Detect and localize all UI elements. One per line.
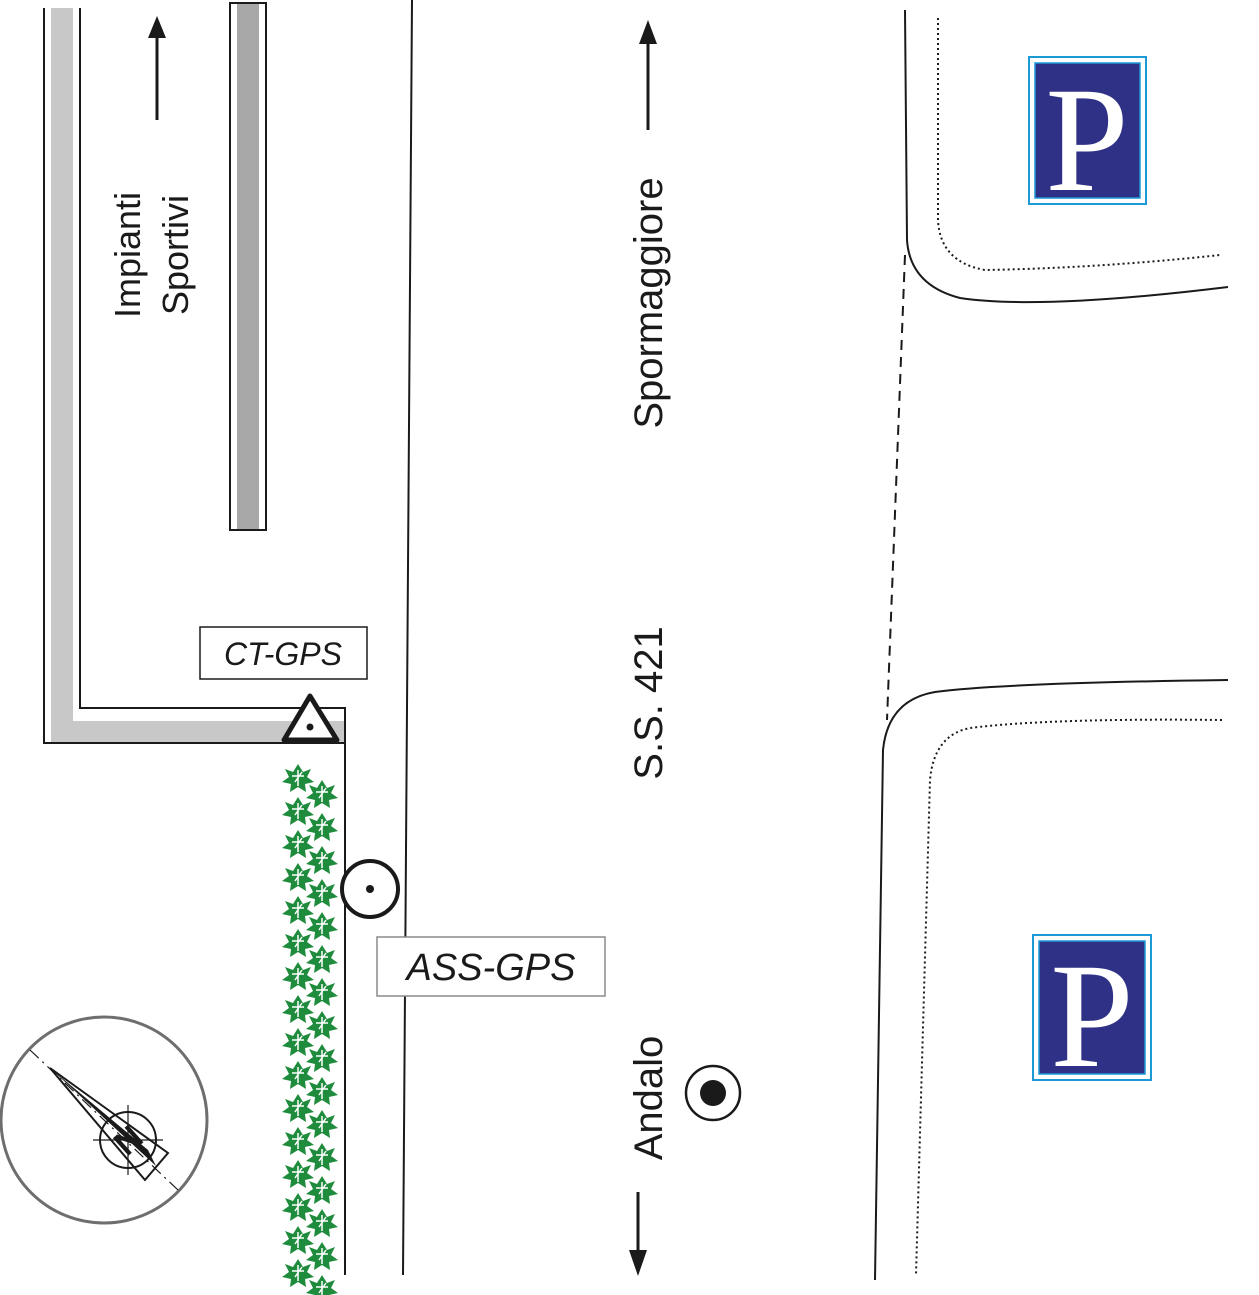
ass-gps-text: ASS-GPS bbox=[405, 947, 576, 989]
hedge-shrub bbox=[281, 961, 315, 991]
hedge-shrub bbox=[305, 878, 339, 908]
andalo-label: Andalo bbox=[627, 1036, 671, 1161]
south-arrow-icon bbox=[629, 1192, 647, 1276]
spormaggiore-arrow-icon bbox=[639, 20, 657, 130]
ct-gps-label: CT-GPS bbox=[199, 626, 368, 680]
hedge-shrub bbox=[281, 928, 315, 958]
hedge-shrub bbox=[281, 796, 315, 826]
parking-icon-bottom: P bbox=[1032, 933, 1152, 1099]
hedge-shrub bbox=[281, 1258, 315, 1288]
parking-letter-top: P bbox=[1045, 57, 1128, 223]
road-edge bbox=[402, 0, 413, 1276]
triangle-point-icon bbox=[281, 693, 340, 743]
hedge-shrub bbox=[305, 812, 339, 842]
bullseye-point-icon bbox=[684, 1064, 742, 1122]
hedge-shrub bbox=[305, 1142, 339, 1172]
hedge-shrub bbox=[305, 1109, 339, 1139]
right-roads bbox=[874, 9, 1229, 1281]
circle-point-icon bbox=[340, 859, 400, 919]
parking-letter-bottom: P bbox=[1050, 933, 1133, 1099]
hedge-shrub bbox=[281, 994, 315, 1024]
hedge-shrub bbox=[281, 1027, 315, 1057]
ass-gps-label: ASS-GPS bbox=[376, 936, 606, 997]
hedge-shrub bbox=[305, 779, 339, 809]
sports-path bbox=[43, 8, 346, 1275]
hedge-shrub bbox=[281, 1159, 315, 1189]
hedge-shrub bbox=[305, 1274, 339, 1295]
hedge-shrub bbox=[281, 1126, 315, 1156]
hedge-shrub bbox=[305, 1241, 339, 1271]
parking-icon-top: P bbox=[1028, 56, 1147, 223]
hedge-shrub bbox=[305, 845, 339, 875]
hedge-icon bbox=[281, 763, 339, 1295]
north-arrow-icon bbox=[148, 16, 166, 120]
hedge-shrub bbox=[305, 977, 339, 1007]
hedge-shrub bbox=[305, 1043, 339, 1073]
sports-bar bbox=[229, 2, 267, 531]
hedge-shrub bbox=[281, 1225, 315, 1255]
hedge-shrub bbox=[305, 1010, 339, 1040]
spormaggiore-label: Spormaggiore bbox=[627, 177, 671, 428]
road-label: S.S. 421 bbox=[627, 626, 671, 779]
sports-label-line2: Sportivi bbox=[155, 195, 196, 315]
hedge-shrub bbox=[305, 911, 339, 941]
hedge-shrub bbox=[281, 1192, 315, 1222]
hedge-shrub bbox=[305, 1208, 339, 1238]
hedge-shrub bbox=[281, 763, 315, 793]
hedge-shrub bbox=[281, 1093, 315, 1123]
hedge-shrub bbox=[281, 1060, 315, 1090]
sports-label-line1: Impianti bbox=[107, 192, 148, 318]
hedge-shrub bbox=[281, 829, 315, 859]
hedge-shrub bbox=[281, 895, 315, 925]
hedge-shrub bbox=[305, 1076, 339, 1106]
ct-gps-text: CT-GPS bbox=[224, 636, 342, 672]
compass-icon: N bbox=[0, 1015, 209, 1225]
hedge-shrub bbox=[305, 944, 339, 974]
hedge-shrub bbox=[305, 1175, 339, 1205]
hedge-shrub bbox=[281, 862, 315, 892]
